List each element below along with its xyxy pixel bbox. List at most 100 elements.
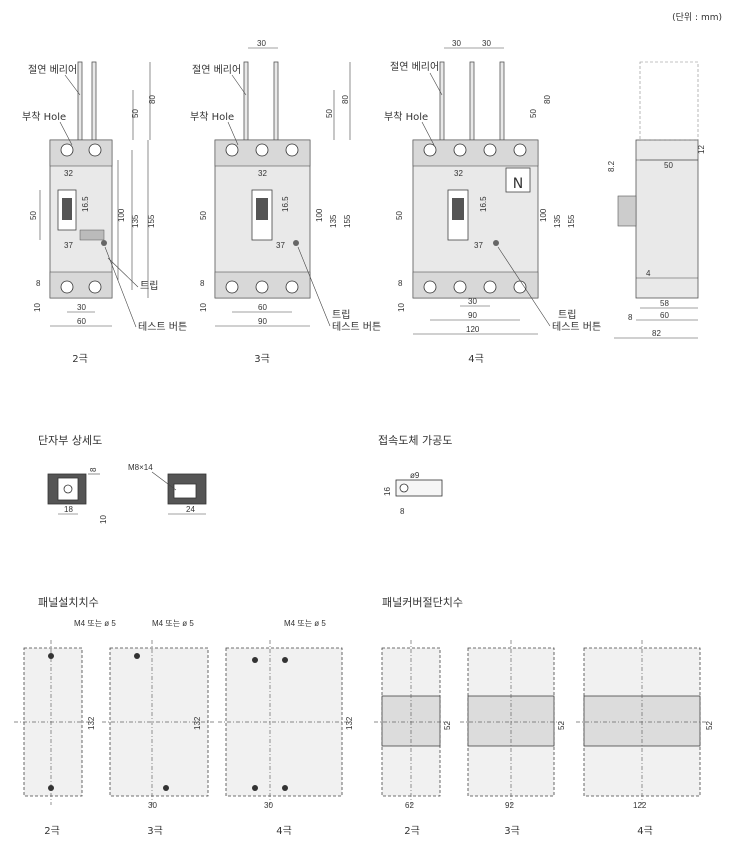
- label-insulation-barrier: 절연 베리어: [28, 63, 77, 76]
- dim-18-terminal: 18: [64, 505, 73, 514]
- label-trip-3p: 트립: [332, 308, 350, 321]
- dim-90-3p: 90: [258, 317, 267, 326]
- neutral-indicator: [505, 167, 531, 193]
- dim-135-3p: 135: [329, 214, 338, 228]
- panel-mounting-2pole: [14, 640, 92, 805]
- section-terminal-detail: 단자부 상세도: [38, 434, 102, 447]
- dim-155-4p: 155: [567, 214, 576, 228]
- cover-cut-2pole: [374, 640, 448, 805]
- dim-52-2p: 52: [443, 721, 452, 730]
- terminal-screw: [60, 143, 74, 157]
- unit-label: (단위 : mm): [672, 12, 722, 23]
- insulation-barrier: [77, 61, 83, 141]
- label-test-button-3p: 테스트 버튼: [332, 321, 381, 333]
- dim-10: 10: [33, 303, 42, 312]
- dim-50: 50: [131, 109, 140, 118]
- dim-50-left-3p: 50: [199, 211, 208, 220]
- breaker-2pole-front: [49, 61, 113, 299]
- nameplate: [79, 229, 105, 241]
- label-mounting-hole-3p: 부착 Hole: [190, 111, 234, 123]
- dim-30-top-4p-a: 30: [452, 39, 461, 48]
- dim-120-4p: 120: [466, 325, 480, 334]
- section-panel-mounting: 패널설치치수: [38, 596, 99, 609]
- dim-8-side: 8: [628, 313, 633, 322]
- dim-30: 30: [77, 303, 86, 312]
- label-test-button: 테스트 버튼: [138, 321, 187, 333]
- label-trip-4p: 트립: [558, 308, 576, 321]
- section-conductor-processing: 접속도체 가공도: [378, 434, 452, 447]
- dim-80-4p: 80: [543, 95, 552, 104]
- dim-50-left: 50: [29, 211, 38, 220]
- dim-155-3p: 155: [343, 214, 352, 228]
- cover-cut-3pole: [460, 640, 562, 805]
- dim-4-side: 4: [646, 269, 651, 278]
- dim-82-side: 82: [652, 329, 661, 338]
- caption-4-pole-mount: 4극: [276, 825, 292, 837]
- dim-135: 135: [131, 214, 140, 228]
- caption-2-pole: 2극: [72, 353, 88, 365]
- dim-30-top-4p-b: 30: [482, 39, 491, 48]
- dim-132-2p: 132: [87, 716, 96, 730]
- label-trip: 트립: [140, 279, 158, 292]
- dim-10-4p: 10: [397, 303, 406, 312]
- dim-16-5-3p: 16.5: [281, 196, 290, 212]
- dim-8-conductor: 8: [400, 507, 405, 516]
- label-mounting-hole-4p: 부착 Hole: [384, 111, 428, 123]
- dim-32: 32: [64, 169, 73, 178]
- panel-mounting-4pole: [218, 640, 350, 805]
- dim-8-3p: 8: [200, 279, 205, 288]
- dim-92-3p: 92: [505, 801, 514, 810]
- dim-8: 8: [36, 279, 41, 288]
- label-insulation-barrier-3p: 절연 베리어: [192, 63, 241, 76]
- dim-16-5-4p: 16.5: [479, 196, 488, 212]
- caption-3-pole: 3극: [254, 353, 270, 365]
- dim-50-3p: 50: [325, 109, 334, 118]
- label-insulation-barrier-4p: 절연 베리어: [390, 60, 439, 73]
- dim-52-4p: 52: [705, 721, 714, 730]
- dim-24-terminal: 24: [186, 505, 195, 514]
- dim-37: 37: [64, 241, 73, 250]
- dim-100-3p: 100: [315, 208, 324, 222]
- dim-60: 60: [77, 317, 86, 326]
- breaker-3pole-front: [214, 61, 311, 299]
- caption-2-pole-cut: 2극: [404, 825, 420, 837]
- label-m4-3p: M4 또는 ø 5: [152, 619, 194, 628]
- dim-90-4p: 90: [468, 311, 477, 320]
- dim-12-side: 12: [697, 145, 706, 154]
- label-phi9: ø9: [410, 471, 420, 480]
- label-m8x14: M8×14: [128, 463, 153, 472]
- dim-62-2p: 62: [405, 801, 414, 810]
- dim-50-4p: 50: [529, 109, 538, 118]
- breaker-4pole-front: [412, 61, 539, 299]
- dim-60-side: 60: [660, 311, 669, 320]
- dim-8-terminal: 8: [89, 467, 98, 472]
- dim-80: 80: [148, 95, 157, 104]
- dim-16-5: 16.5: [81, 196, 90, 212]
- dim-32-3p: 32: [258, 169, 267, 178]
- dim-58-side: 58: [660, 299, 669, 308]
- label-m4-2p: M4 또는 ø 5: [74, 619, 116, 628]
- dim-100: 100: [117, 208, 126, 222]
- dim-100-4p: 100: [539, 208, 548, 222]
- label-mounting-hole: 부착 Hole: [22, 111, 66, 123]
- terminal-screw: [60, 280, 74, 294]
- dim-50-side: 50: [664, 161, 673, 170]
- dim-30-top: 30: [257, 39, 266, 48]
- cover-cut-4pole: [576, 640, 708, 805]
- terminal-screw: [88, 143, 102, 157]
- conductor-drawing: [395, 479, 443, 497]
- dim-60-3p: 60: [258, 303, 267, 312]
- insulation-barrier: [91, 61, 97, 141]
- section-panel-cover-cut: 패널커버절단치수: [382, 596, 463, 609]
- dim-80-3p: 80: [341, 95, 350, 104]
- breaker-side-view: [617, 61, 699, 299]
- dim-122-4p: 122: [633, 801, 647, 810]
- panel-mounting-3pole: [102, 640, 214, 805]
- dim-155: 155: [147, 214, 156, 228]
- dim-135-4p: 135: [553, 214, 562, 228]
- caption-3-pole-cut: 3극: [504, 825, 520, 837]
- dim-10-terminal: 10: [99, 515, 108, 524]
- terminal-screw: [88, 280, 102, 294]
- handle: [62, 198, 72, 220]
- caption-2-pole-mount: 2극: [44, 825, 60, 837]
